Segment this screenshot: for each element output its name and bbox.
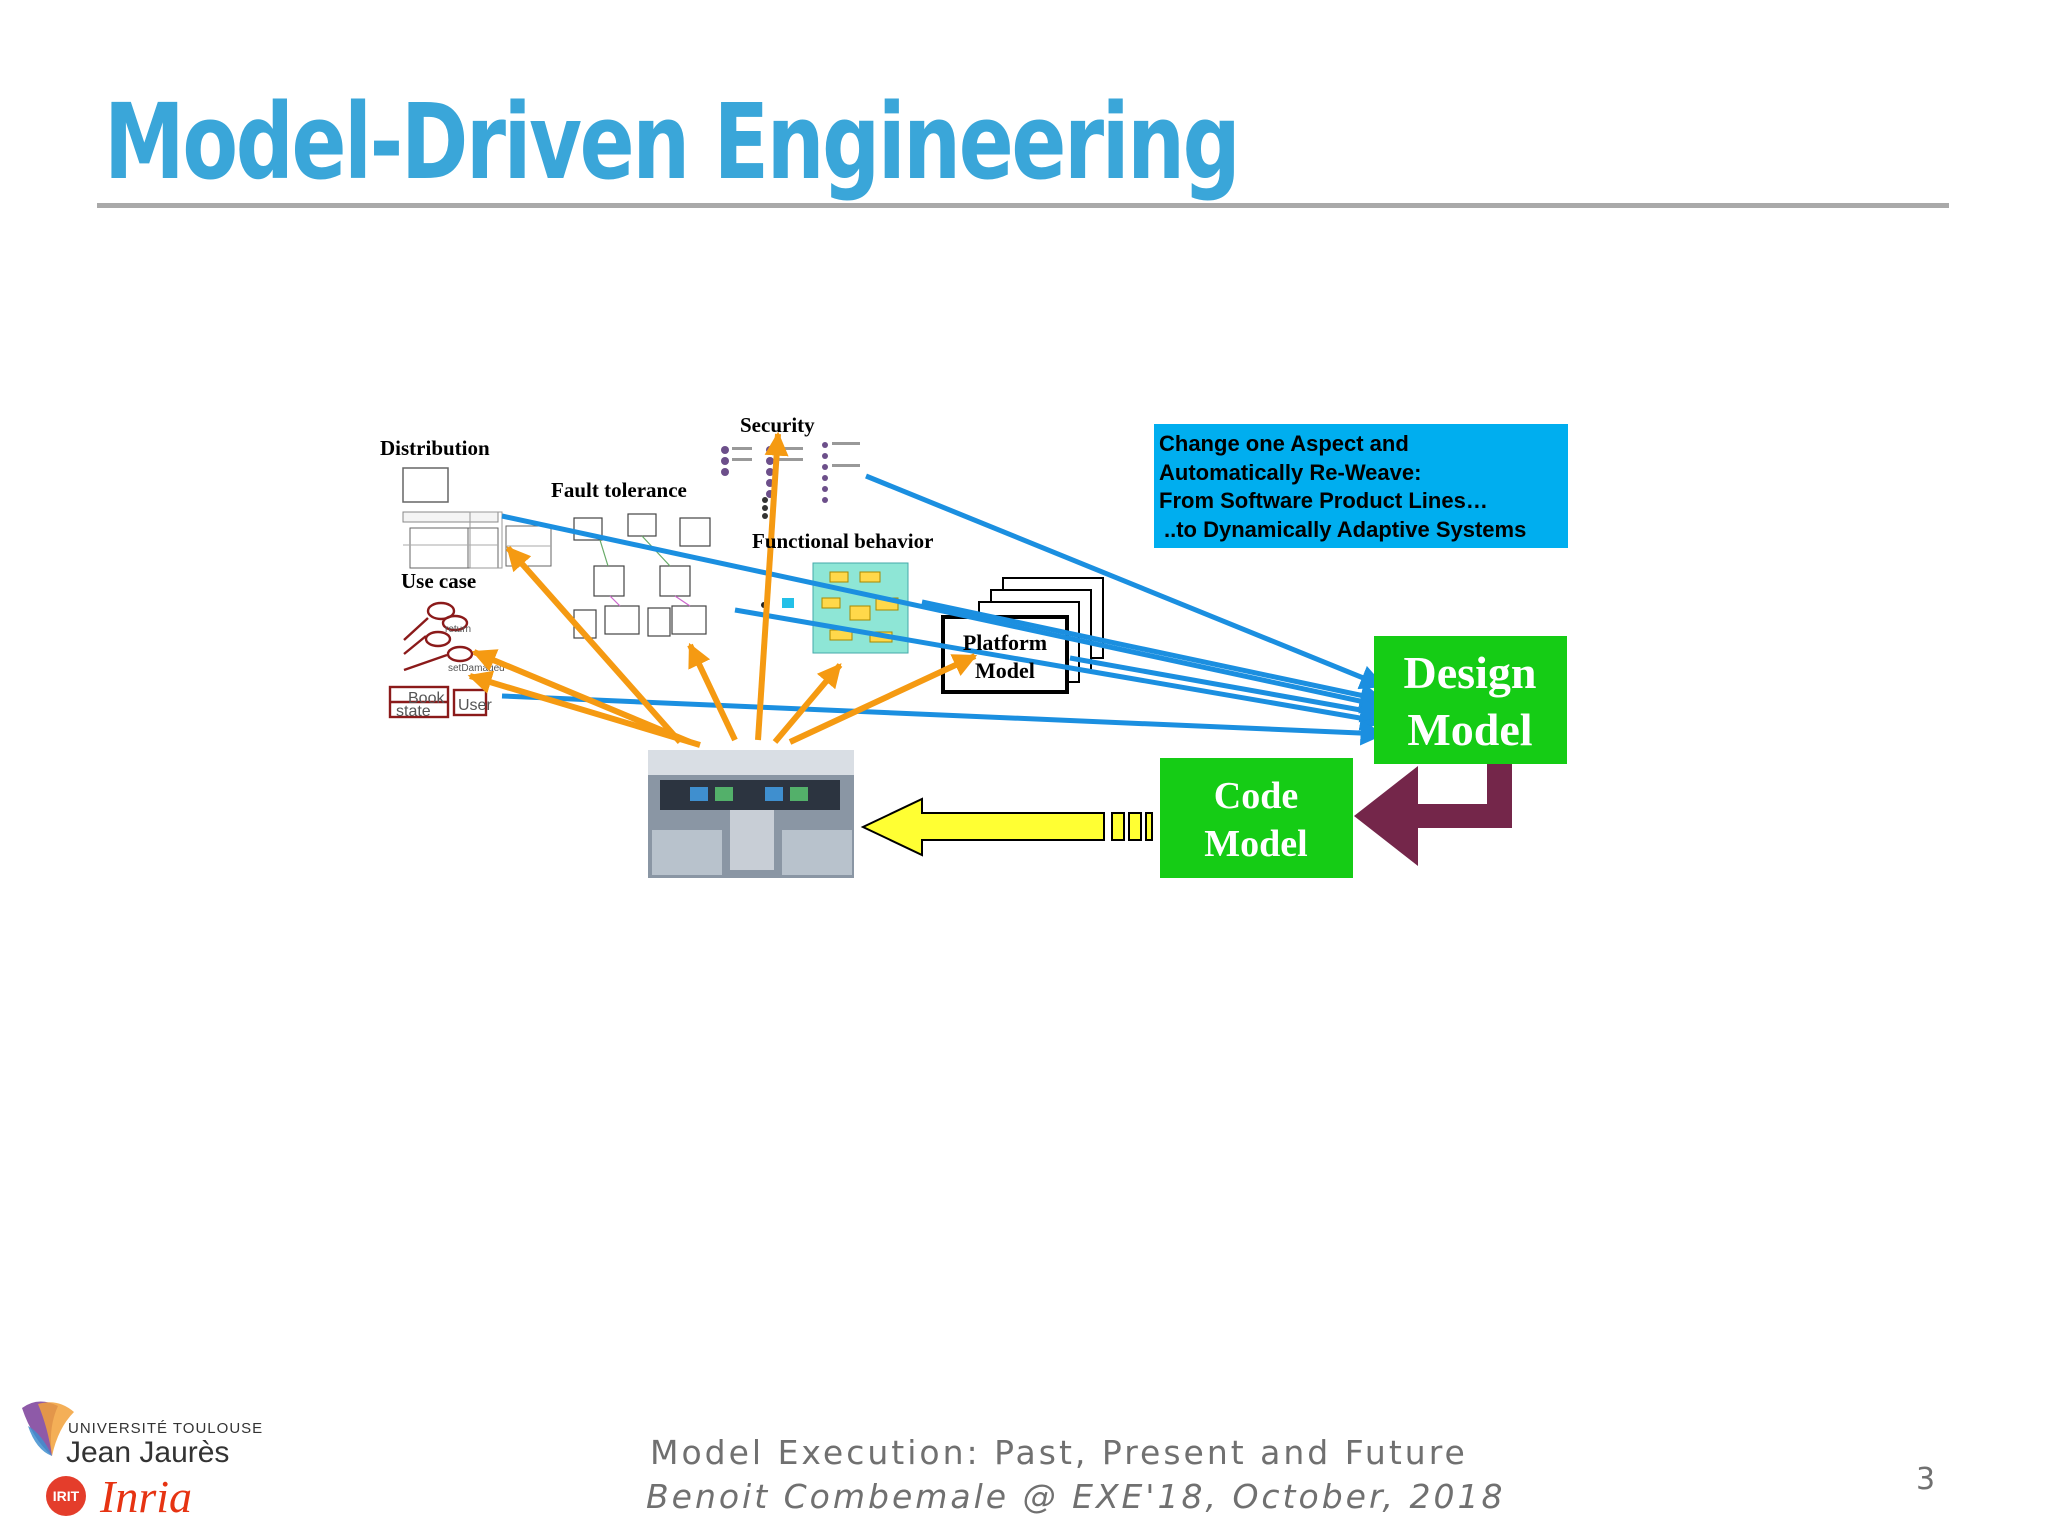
footer-talk-title: Model Execution: Past, Present and Futur… [650, 1433, 1468, 1472]
design-model-box [1374, 636, 1567, 764]
label-use-case: Use case [401, 569, 476, 593]
callout-line-1: Change one Aspect and [1159, 431, 1409, 456]
label-design-model-2: Model [1407, 704, 1532, 755]
use-case-fragment-state: state [396, 703, 431, 720]
label-design-model-1: Design [1404, 647, 1537, 698]
label-fault-tolerance: Fault tolerance [551, 478, 687, 502]
label-code-model-1: Code [1214, 775, 1298, 817]
use-case-fragment-book: Book [408, 690, 445, 707]
page-title: Model-Driven Engineering [104, 81, 1241, 203]
generation-arrow [860, 797, 1153, 857]
callout-line-2: Automatically Re-Weave: [1159, 460, 1421, 485]
fault-tolerance-diagram-thumbnail [573, 513, 711, 639]
university-name-large: Jean Jaurès [66, 1436, 230, 1469]
use-case-diagram-thumbnail [388, 601, 488, 719]
label-security: Security [740, 413, 815, 437]
footer-author-event: Benoit Combemale @ EXE'18, October, 2018 [646, 1477, 1506, 1516]
label-platform-model-2: Model [975, 658, 1035, 683]
callout-line-3: From Software Product Lines… [1159, 488, 1488, 513]
page-number: 3 [1916, 1462, 1936, 1497]
label-distribution: Distribution [380, 436, 490, 460]
label-code-model-2: Model [1204, 823, 1307, 865]
callout-box [1154, 424, 1568, 548]
aspect-arrows-orange [467, 431, 978, 748]
use-case-fragment-return: return [445, 624, 471, 635]
university-logo-mark [22, 1401, 74, 1456]
distribution-diagram-thumbnail [402, 467, 552, 569]
cockpit-photo [648, 750, 854, 878]
functional-behavior-diagram-thumbnail [761, 562, 909, 654]
irit-logo: IRIT [46, 1476, 86, 1516]
university-name-small: UNIVERSITÉ TOULOUSE [68, 1420, 264, 1437]
use-case-fragment-setdamaged: setDamaged [448, 663, 505, 674]
code-model-box [1160, 758, 1353, 878]
inria-logo: Inria [100, 1471, 192, 1522]
use-case-fragment-user: User [458, 697, 492, 714]
transform-arrow [1354, 764, 1512, 866]
security-diagram-thumbnail [721, 442, 860, 519]
label-functional-behavior: Functional behavior [752, 529, 933, 553]
title-divider [97, 203, 1949, 208]
callout-line-4: ..to Dynamically Adaptive Systems [1164, 517, 1526, 542]
label-platform-model-1: Platform [963, 630, 1047, 655]
